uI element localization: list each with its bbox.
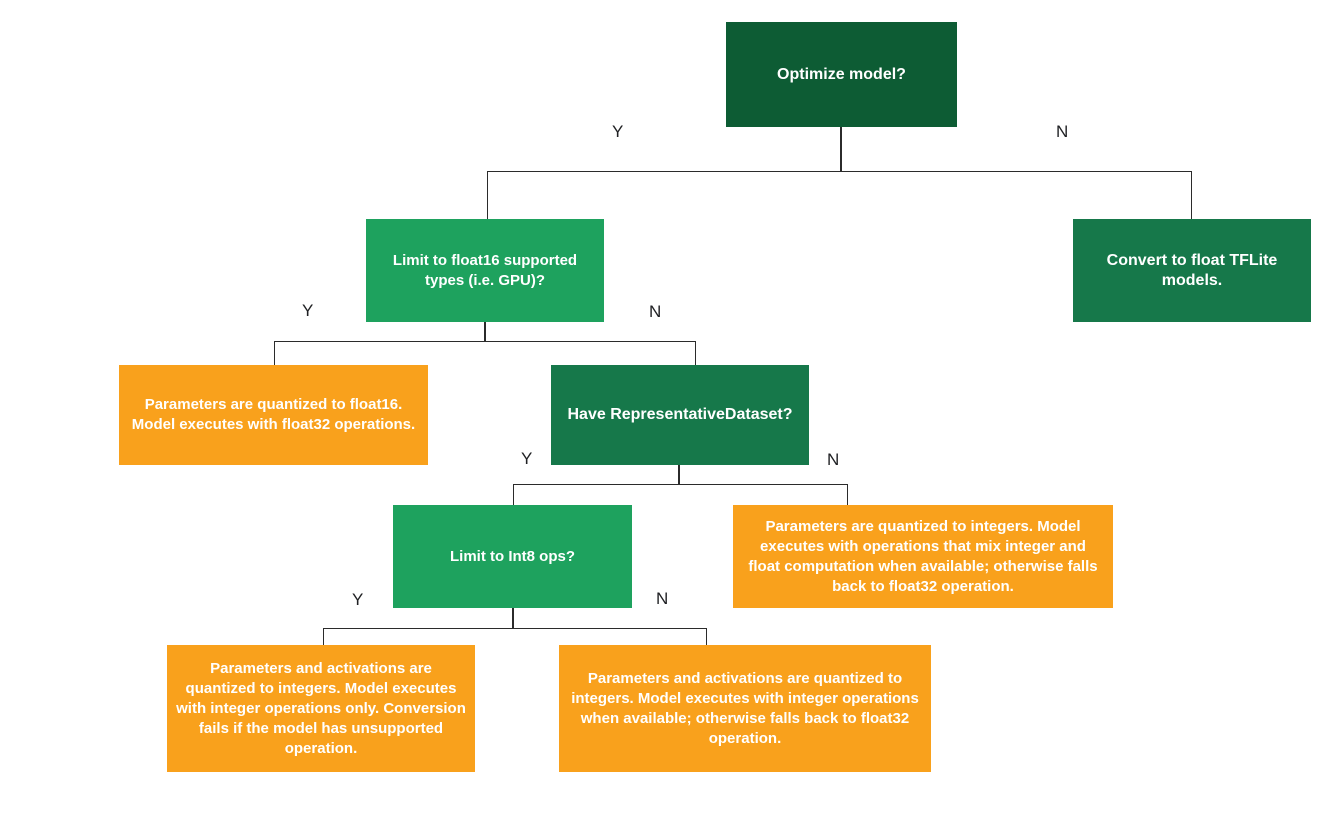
branch-label-yes-optimize: Y (612, 122, 624, 141)
connector-level1-yes-drop (487, 171, 488, 220)
connector-level1-horizontal (487, 171, 1192, 172)
connector-level2-no-drop (695, 341, 696, 366)
connector-level2-yes-drop (274, 341, 275, 366)
connector-level2-horizontal (274, 341, 696, 342)
connector-level3-yes-drop (513, 484, 514, 506)
branch-label-yes-dataset: Y (521, 449, 533, 468)
connector-level3-horizontal (513, 484, 848, 485)
branch-label-yes-int8: Y (352, 590, 364, 609)
node-optimize-model: Optimize model? (726, 22, 957, 127)
connector-level4-horizontal (323, 628, 707, 629)
node-limit-int8: Limit to Int8 ops? (393, 505, 632, 608)
connector-float16-stem (484, 322, 486, 342)
connector-level1-no-drop (1191, 171, 1192, 220)
connector-int8-stem (512, 608, 514, 629)
branch-label-no-float16: N (649, 302, 662, 321)
node-integer-only-outcome: Parameters and activations are quantized… (167, 645, 475, 772)
node-mixed-integer-outcome: Parameters are quantized to integers. Mo… (733, 505, 1113, 608)
branch-label-no-int8: N (656, 589, 669, 608)
connector-level3-no-drop (847, 484, 848, 506)
connector-level4-no-drop (706, 628, 707, 646)
node-have-representative-dataset: Have RepresentativeDataset? (551, 365, 809, 465)
connector-level4-yes-drop (323, 628, 324, 646)
connector-dataset-stem (678, 465, 680, 485)
branch-label-yes-float16: Y (302, 301, 314, 320)
node-limit-float16: Limit to float16 supported types (i.e. G… (366, 219, 604, 322)
branch-label-no-optimize: N (1056, 122, 1069, 141)
node-integer-fallback-outcome: Parameters and activations are quantized… (559, 645, 931, 772)
connector-optimize-stem (840, 126, 842, 172)
branch-label-no-dataset: N (827, 450, 840, 469)
node-float16-outcome: Parameters are quantized to float16. Mod… (119, 365, 428, 465)
node-convert-float-tflite: Convert to float TFLite models. (1073, 219, 1311, 322)
